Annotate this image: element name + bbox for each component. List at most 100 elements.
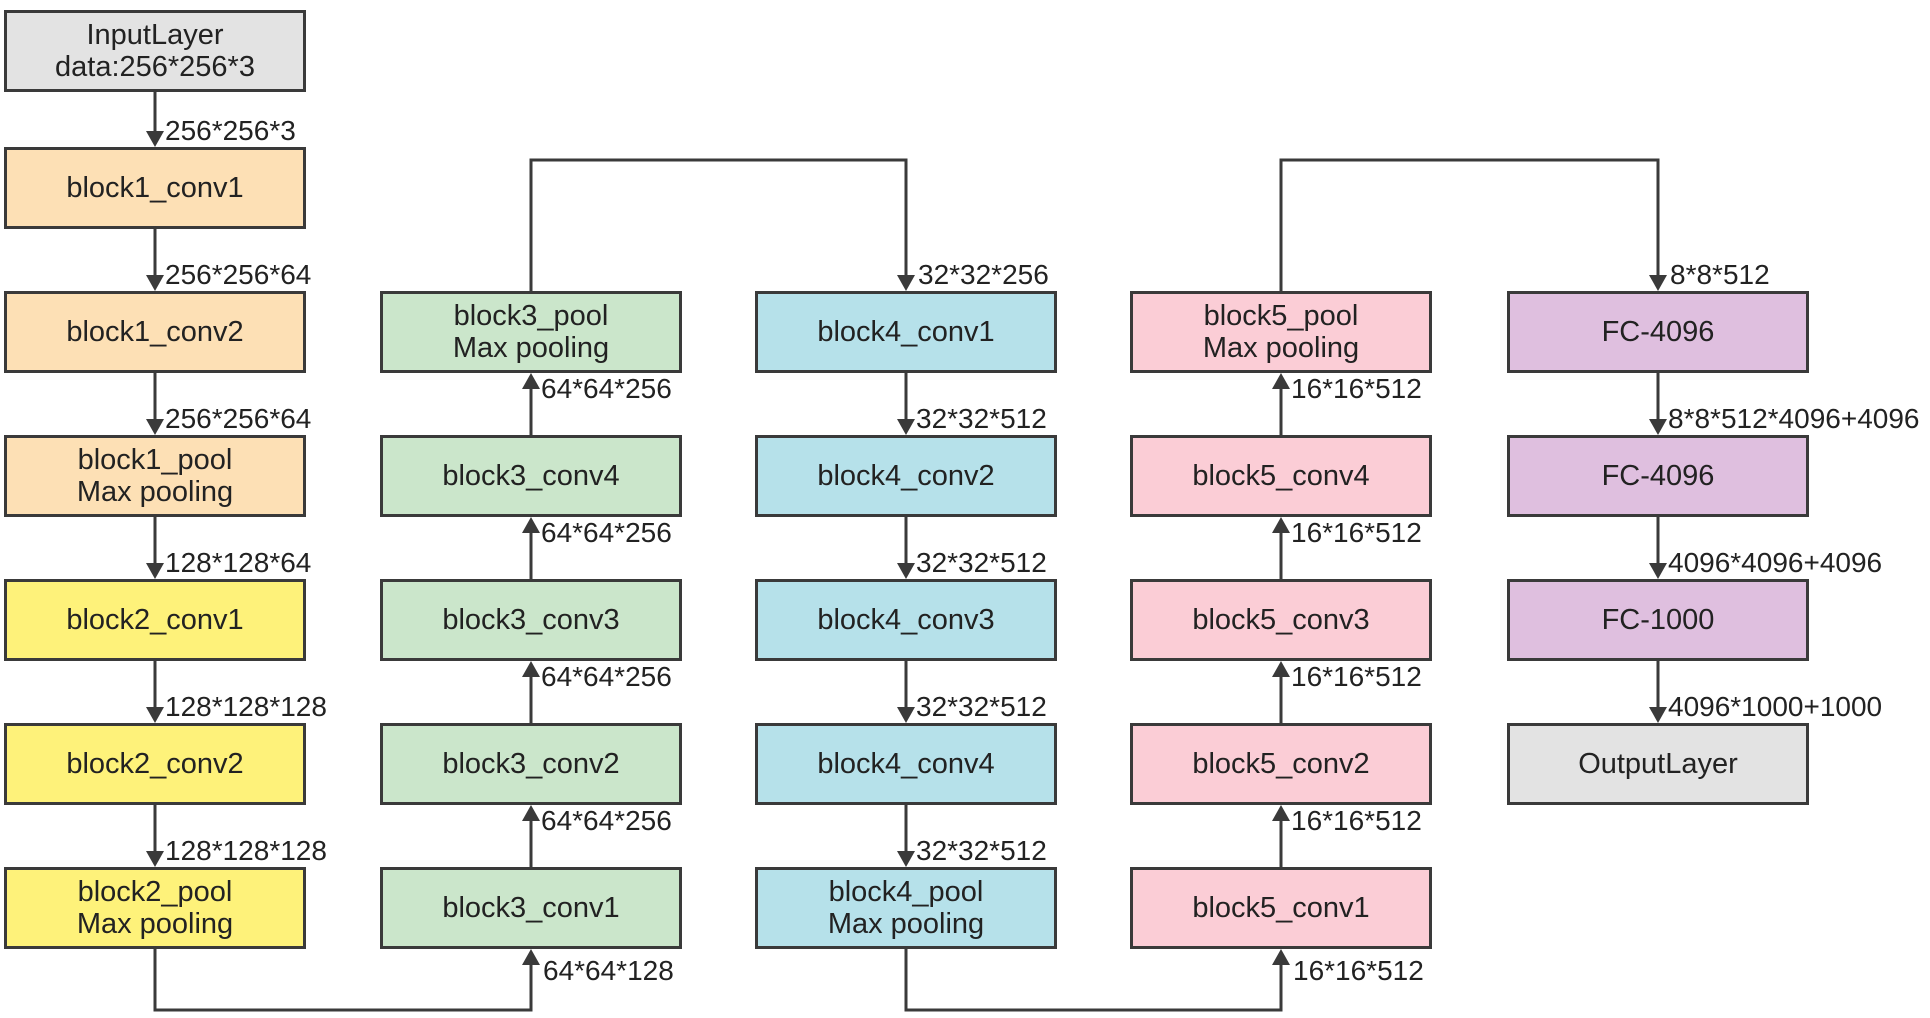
node-label: block5_pool [1203,299,1359,332]
arrow-head-icon [1272,949,1290,965]
node-b5c4: block5_conv4 [1130,435,1432,517]
arrow-head-icon [146,419,164,435]
connector-line [1279,158,1660,291]
arrow-head-icon [146,131,164,147]
node-label: block1_conv2 [66,315,244,348]
edge-label: 256*256*64 [165,403,312,434]
node-b4c3: block4_conv3 [755,579,1057,661]
edge-label: 256*256*3 [165,115,296,146]
node-label: FC-4096 [1601,459,1715,492]
edge-label: 128*128*64 [165,547,312,578]
node-label: block4_conv1 [817,315,995,348]
node-label: block4_conv3 [817,603,995,636]
node-b5c3: block5_conv3 [1130,579,1432,661]
edge-label: 8*8*512*4096+4096 [1668,403,1920,434]
connector-line [529,158,908,291]
node-fc3: FC-1000 [1507,579,1809,661]
edge-label: 16*16*512 [1291,661,1422,692]
arrow-head-icon [1272,373,1290,389]
arrow-head-icon [1649,563,1667,579]
arrow-head-icon [146,563,164,579]
node-b3c4: block3_conv4 [380,435,682,517]
edge-label: 16*16*512 [1293,955,1424,986]
arrow-head-icon [1649,275,1667,291]
edge-label: 4096*1000+1000 [1668,691,1883,722]
node-label: block3_conv1 [442,891,620,924]
node-b4c2: block4_conv2 [755,435,1057,517]
node-b1c1: block1_conv1 [4,147,306,229]
node-label: block3_conv4 [442,459,620,492]
arrow-head-icon [897,563,915,579]
arrow-head-icon [522,805,540,821]
node-label: FC-1000 [1601,603,1715,636]
node-label: block5_conv4 [1192,459,1370,492]
node-sublabel: data:256*256*3 [55,51,255,83]
arrow-head-icon [146,707,164,723]
node-label: block5_conv2 [1192,747,1370,780]
node-b3c1: block3_conv1 [380,867,682,949]
arrow-head-icon [897,275,915,291]
arrow-head-icon [1272,517,1290,533]
node-label: OutputLayer [1578,747,1738,780]
node-label: block1_conv1 [66,171,244,204]
edge-label: 128*128*128 [165,691,327,722]
arrow-head-icon [897,851,915,867]
edge-label: 16*16*512 [1291,517,1422,548]
arrow-head-icon [522,517,540,533]
edge-label: 32*32*512 [916,835,1047,866]
arrow-head-icon [1649,707,1667,723]
edge-label: 4096*4096+4096 [1668,547,1883,578]
node-label: block2_conv2 [66,747,244,780]
edge-label: 64*64*256 [541,805,672,836]
node-out: OutputLayer [1507,723,1809,805]
edge-label: 32*32*512 [916,547,1047,578]
edge-label: 64*64*128 [543,955,674,986]
node-b4c4: block4_conv4 [755,723,1057,805]
arrow-head-icon [897,419,915,435]
node-fc1: FC-4096 [1507,291,1809,373]
node-b3c2: block3_conv2 [380,723,682,805]
node-b4c1: block4_conv1 [755,291,1057,373]
node-b1c2: block1_conv2 [4,291,306,373]
arrow-head-icon [146,275,164,291]
node-sublabel: Max pooling [827,908,985,940]
arrow-head-icon [897,707,915,723]
node-label: block3_pool [453,299,609,332]
node-b2c1: block2_conv1 [4,579,306,661]
node-label: FC-4096 [1601,315,1715,348]
arrow-head-icon [1649,419,1667,435]
node-label: InputLayer [86,18,224,51]
edge-label: 256*256*64 [165,259,312,290]
arrow-head-icon [1272,805,1290,821]
arrow-head-icon [146,851,164,867]
node-label: block1_pool [77,443,233,476]
edge-label: 32*32*512 [916,691,1047,722]
node-label: block5_conv3 [1192,603,1370,636]
node-label: block3_conv2 [442,747,620,780]
edge-label: 128*128*128 [165,835,327,866]
node-b5c2: block5_conv2 [1130,723,1432,805]
connector-line [904,949,1283,1012]
edge-label: 64*64*256 [541,661,672,692]
edge-label: 64*64*256 [541,373,672,404]
node-label: block4_conv2 [817,459,995,492]
node-label: block2_conv1 [66,603,244,636]
edge-label: 64*64*256 [541,517,672,548]
node-sublabel: Max pooling [1202,332,1360,364]
node-b5c1: block5_conv1 [1130,867,1432,949]
connector-line [153,949,533,1012]
node-fc2: FC-4096 [1507,435,1809,517]
arrow-head-icon [522,949,540,965]
edge-label: 32*32*256 [918,259,1049,290]
edge-label: 32*32*512 [916,403,1047,434]
node-b2c2: block2_conv2 [4,723,306,805]
edge-label: 16*16*512 [1291,805,1422,836]
edge-label: 8*8*512 [1670,259,1770,290]
